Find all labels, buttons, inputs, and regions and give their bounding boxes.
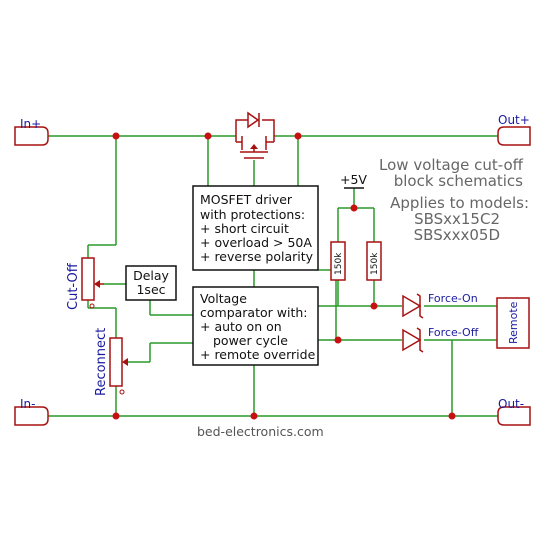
- model-2: SBSxxx05D: [414, 226, 500, 244]
- comparator-box-line1: Voltage: [200, 291, 247, 306]
- diode-force-on: Force-On: [402, 292, 478, 319]
- mosfet-box-line5: + reverse polarity: [200, 249, 314, 264]
- port-out-minus-label: Out-: [498, 397, 524, 411]
- port-in-minus: In-: [14, 397, 49, 426]
- delay-box: Delay 1sec: [125, 265, 177, 301]
- port-out-plus: Out+: [497, 113, 531, 146]
- mosfet-box-line2: with protections:: [200, 207, 305, 222]
- cutoff-potentiometer: Cut-Off: [66, 257, 104, 310]
- wires: [48, 135, 498, 417]
- comparator-box: Voltage comparator with: + auto on on po…: [192, 286, 319, 366]
- title-block: Low voltage cut-off block schematics App…: [379, 156, 529, 244]
- reconnect-label: Reconnect: [94, 328, 109, 396]
- junction-nodes: [112, 132, 456, 420]
- resistor-1: 150k: [330, 241, 346, 281]
- comparator-box-line3: + auto on on: [200, 319, 282, 334]
- title-line3: Applies to models:: [390, 194, 529, 212]
- footer-text: bed-electronics.com: [197, 424, 324, 439]
- title-line1: Low voltage cut-off: [379, 156, 524, 174]
- port-in-plus-label: In+: [20, 117, 41, 131]
- resistor-1-label: 150k: [334, 252, 344, 275]
- supply-5v: +5V: [340, 172, 367, 189]
- comparator-box-line5: + remote override: [200, 347, 316, 362]
- mosfet-driver-box: MOSFET driver with protections: + short …: [192, 185, 319, 271]
- port-out-minus: Out-: [497, 397, 531, 426]
- mosfet-box-line3: + short circuit: [200, 221, 289, 236]
- port-in-plus: In+: [14, 117, 49, 146]
- force-off-label: Force-Off: [428, 326, 479, 339]
- model-1: SBSxx15C2: [414, 210, 500, 228]
- comparator-box-line4: power cycle: [213, 333, 288, 348]
- delay-box-line1: Delay: [133, 268, 169, 283]
- remote-label: Remote: [507, 301, 520, 344]
- resistor-2-label: 150k: [370, 252, 380, 275]
- resistor-2: 150k: [366, 241, 382, 281]
- comparator-box-line2: comparator with:: [200, 305, 307, 320]
- title-line2: block schematics: [394, 172, 523, 190]
- mosfet-box-line4: + overload > 50A: [200, 235, 312, 250]
- remote-connector: Remote: [496, 297, 530, 349]
- cutoff-label: Cut-Off: [66, 262, 81, 310]
- diode-force-off: Force-Off: [402, 326, 479, 353]
- mosfet-symbol: [235, 111, 275, 159]
- port-in-minus-label: In-: [20, 397, 35, 411]
- force-on-label: Force-On: [428, 292, 478, 305]
- mosfet-box-line1: MOSFET driver: [200, 192, 293, 207]
- port-out-plus-label: Out+: [498, 113, 530, 127]
- supply-label: +5V: [340, 172, 367, 187]
- reconnect-potentiometer: Reconnect: [94, 328, 128, 396]
- delay-box-line2: 1sec: [136, 282, 165, 297]
